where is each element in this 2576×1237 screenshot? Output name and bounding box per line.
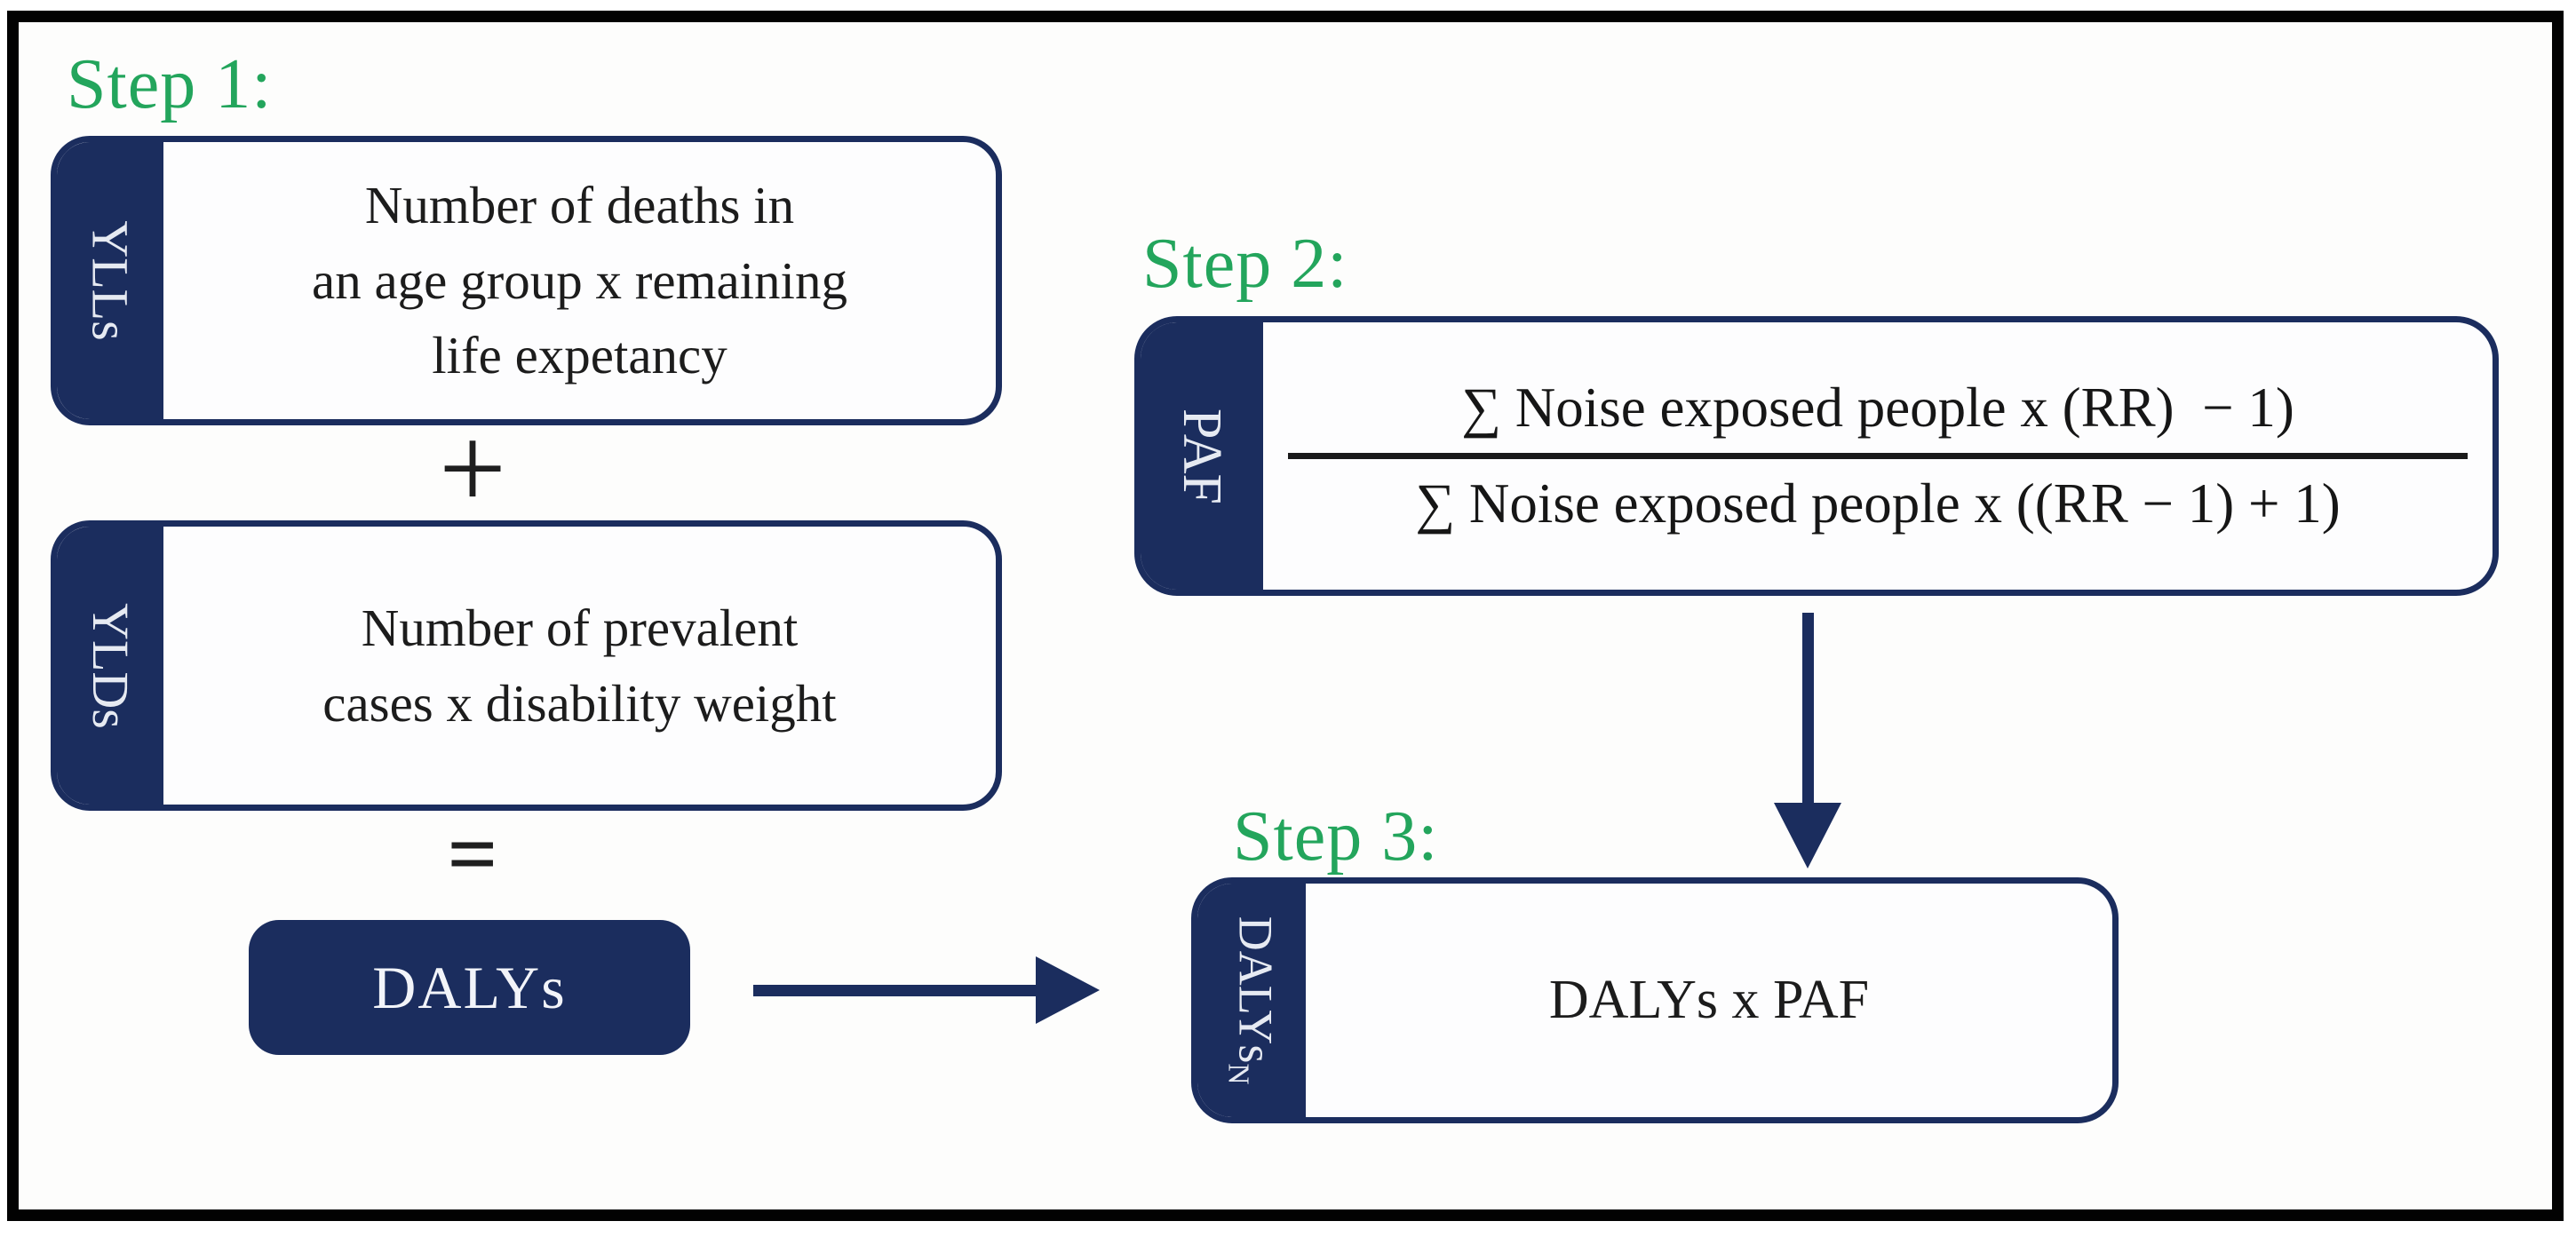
plus-operator: + [438,402,507,535]
paf-to-step3-arrow-line [1802,613,1814,805]
fraction-bar [1287,453,2469,459]
ylls-tab-label: YLLs [82,220,140,341]
paf-tab: PAF [1141,322,1263,590]
equals-operator: = [447,805,498,903]
paf-to-step3-arrow-head [1774,803,1841,868]
ylls-box: YLLs Number of deaths in an age group x … [51,136,1002,425]
dalys-to-step3-arrow-head [1036,956,1100,1024]
ylds-content: Number of prevalent cases x disability w… [163,527,996,805]
dalysn-tab-subscript: N [1221,1063,1255,1085]
ylds-text-line: Number of prevalent [361,598,799,657]
ylls-text-line: Number of deaths in [364,175,795,234]
ylls-tab: YLLs [57,142,163,419]
dalysn-text: DALYs x PAF [1548,969,1870,1030]
paf-denominator: ∑ Noise exposed people x ((RR − 1) + 1) [1415,472,2341,535]
step-1-label: Step 1: [67,45,273,123]
dalys-result-box: DALYs [249,920,690,1055]
ylls-content: Number of deaths in an age group x remai… [163,142,996,419]
dalysn-tab: DALYsN [1197,884,1306,1117]
ylds-text-line: cases x disability weight [322,673,837,733]
dalysn-tab-base: DALYs [1228,916,1283,1064]
ylls-text-line: life expetancy [432,326,727,385]
dalysn-content: DALYs x PAF [1306,884,2112,1117]
step-2-label: Step 2: [1142,225,1348,303]
dalysn-tab-label: DALYsN [1221,916,1283,1085]
paf-box: PAF ∑ Noise exposed people x (RR) − 1) ∑… [1134,316,2499,596]
paf-tab-label: PAF [1171,408,1232,504]
ylds-box: YLDs Number of prevalent cases x disabil… [51,520,1002,811]
ylls-text-line: an age group x remaining [312,250,847,310]
dalysn-box: DALYsN DALYs x PAF [1191,877,2119,1123]
dalys-to-step3-arrow-line [753,985,1038,996]
step-3-label: Step 3: [1233,797,1439,876]
ylds-tab-label: YLDs [82,602,139,729]
paf-content: ∑ Noise exposed people x (RR) − 1) ∑ Noi… [1263,322,2493,590]
ylds-tab: YLDs [57,527,163,805]
dalys-result-label: DALYs [372,953,567,1021]
paf-numerator: ∑ Noise exposed people x (RR) − 1) [1461,377,2294,439]
